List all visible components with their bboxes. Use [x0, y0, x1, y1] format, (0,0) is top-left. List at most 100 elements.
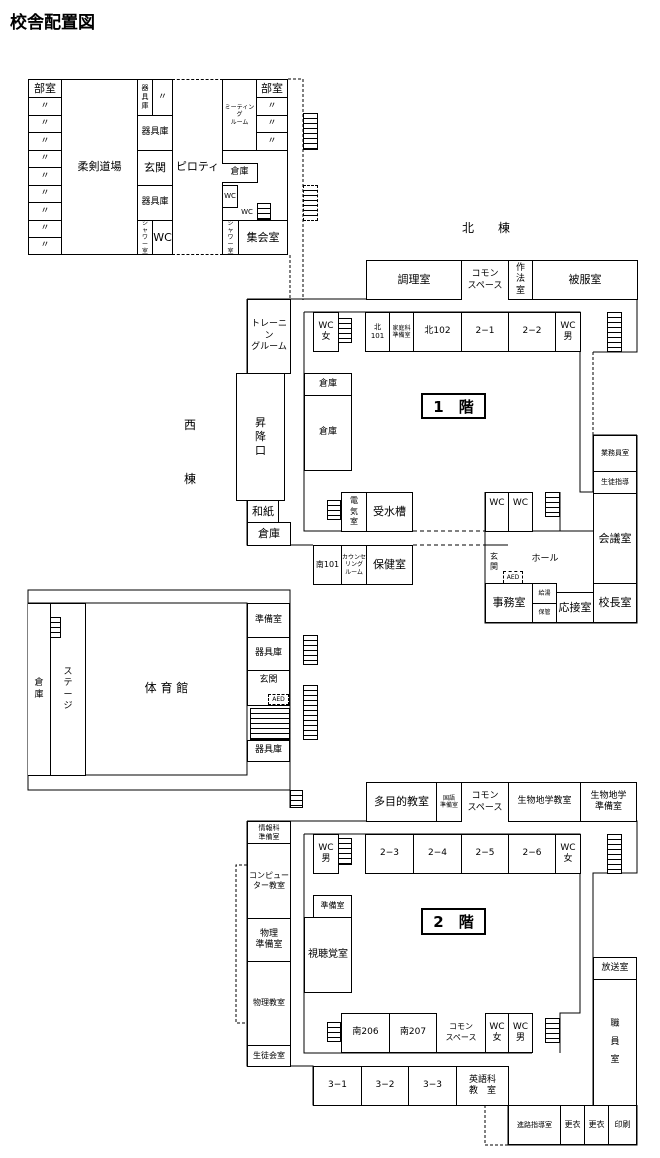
wc: WC	[241, 207, 253, 216]
career-guidance-room: 進路指導室	[508, 1105, 561, 1145]
counseling-room: カウンセ リング ルーム	[341, 545, 367, 585]
stairs	[607, 312, 622, 352]
club-room: 〃	[256, 97, 288, 116]
stairs	[327, 500, 341, 520]
biology-prep-room: 生物地学 準備室	[580, 782, 637, 822]
club-room: 〃	[28, 202, 62, 221]
japanese-prep-room: 国語 準備室	[436, 782, 462, 822]
wc: WC	[152, 220, 173, 255]
physics-prep-room: 物理 準備室	[247, 918, 291, 962]
conference-room: 会議室	[593, 493, 637, 584]
wc-women: WC 女	[485, 1013, 509, 1053]
stairs	[303, 185, 318, 221]
room-kita101: 北 101	[365, 312, 390, 352]
floor-label-2: 2 階	[421, 908, 486, 935]
stairs	[303, 113, 318, 150]
training-room: トレーニン グルーム	[247, 299, 291, 374]
common-space: コモン スペース	[461, 260, 509, 300]
equipment-storage: 器具庫	[137, 115, 173, 151]
english-room: 英語科 教 室	[456, 1066, 509, 1106]
it-prep-room: 情報科 準備室	[247, 821, 291, 844]
cooking-room: 調理室	[366, 260, 462, 300]
stairs	[545, 492, 560, 517]
room-minami206: 南206	[341, 1013, 390, 1053]
wc-men: WC 男	[313, 834, 339, 874]
wc-women: WC 女	[555, 834, 581, 874]
home-ec-prep-room: 家庭科 準備室	[389, 312, 414, 352]
wc-men: WC 男	[508, 1013, 533, 1053]
wc: WC	[222, 185, 238, 208]
reception-room: 応接室	[556, 592, 594, 623]
judo-hall: 柔剣道場	[61, 79, 138, 255]
gymnasium: 体 育 館	[144, 681, 189, 695]
etiquette-room: 作 法 室	[508, 260, 533, 300]
common-space: コモン スペース	[436, 1013, 486, 1053]
staff-room: 職 員 室	[593, 979, 637, 1106]
wc-men: WC 男	[555, 312, 581, 352]
storage: 倉庫	[247, 522, 291, 546]
west-building-label: 西	[184, 418, 197, 432]
club-room: 〃	[28, 115, 62, 133]
custodian-room: 業務員室	[593, 435, 637, 472]
aed: AED	[268, 694, 289, 705]
health-room: 保健室	[366, 545, 413, 585]
clothing-room: 被服室	[532, 260, 638, 300]
stairs	[50, 617, 61, 638]
kitchenette: 給湯	[532, 583, 557, 604]
principal-office: 校長室	[593, 583, 637, 623]
club-room: 〃	[28, 185, 62, 203]
classroom-2-5: 2−5	[461, 834, 509, 874]
classroom-3-1: 3−1	[313, 1066, 362, 1106]
west-building-label: 棟	[184, 472, 197, 486]
stairs	[250, 708, 290, 740]
washi-room: 和紙	[247, 500, 279, 523]
computer-room: コンピュー ター教室	[247, 843, 291, 919]
club-room: 〃	[28, 97, 62, 116]
shower-room: シ ャ ワ ー 室	[137, 220, 153, 255]
storage: 倉庫	[222, 163, 258, 183]
stairs	[338, 838, 352, 865]
equipment-storage: 器具庫	[247, 740, 290, 762]
prep-room: 準備室	[313, 895, 352, 918]
stairs	[257, 203, 271, 220]
classroom-2-4: 2−4	[413, 834, 462, 874]
meeting-room: ミーティング ルーム	[222, 79, 257, 151]
equipment-storage: 器具庫	[137, 185, 173, 221]
wc: WC	[485, 492, 509, 532]
classroom-3-3: 3−3	[408, 1066, 457, 1106]
club-room: 〃	[256, 132, 288, 151]
storage: 保管	[532, 603, 557, 623]
club-room: 〃	[28, 220, 62, 238]
multipurpose-room: 多目的教室	[366, 782, 437, 822]
piloti: ピロティ	[172, 79, 223, 255]
common-space: コモン スペース	[461, 782, 509, 822]
room-ditto: 〃	[152, 79, 173, 116]
club-room: 〃	[28, 167, 62, 186]
gym-storage: 倉 庫	[28, 603, 51, 776]
classroom-3-2: 3−2	[361, 1066, 409, 1106]
classroom-2-2: 2−2	[508, 312, 556, 352]
audio-visual-room: 視聴覚室	[304, 917, 352, 993]
equipment-storage: 器具庫	[247, 637, 290, 671]
club-room: 部室	[28, 79, 62, 98]
wc-women: WC 女	[313, 312, 339, 352]
club-room: 〃	[256, 115, 288, 133]
club-room: 〃	[28, 237, 62, 255]
page-title: 校舎配置図	[10, 13, 95, 33]
stairs	[303, 635, 318, 665]
locker-room: 更衣	[584, 1105, 609, 1145]
wc: WC	[508, 492, 533, 532]
club-room: 〃	[28, 132, 62, 151]
stairs	[545, 1018, 560, 1043]
assembly-room: 集会室	[238, 220, 288, 255]
stairs	[327, 1022, 341, 1042]
club-room: 〃	[28, 150, 62, 168]
stairs	[607, 834, 622, 874]
classroom-2-1: 2−1	[461, 312, 509, 352]
biology-earth-science-room: 生物地学教室	[508, 782, 581, 822]
equipment-storage: 器 具 庫	[137, 79, 153, 116]
storage: 倉庫	[304, 395, 352, 471]
floor-label-1: 1 階	[421, 393, 486, 419]
club-room: 部室	[256, 79, 288, 98]
